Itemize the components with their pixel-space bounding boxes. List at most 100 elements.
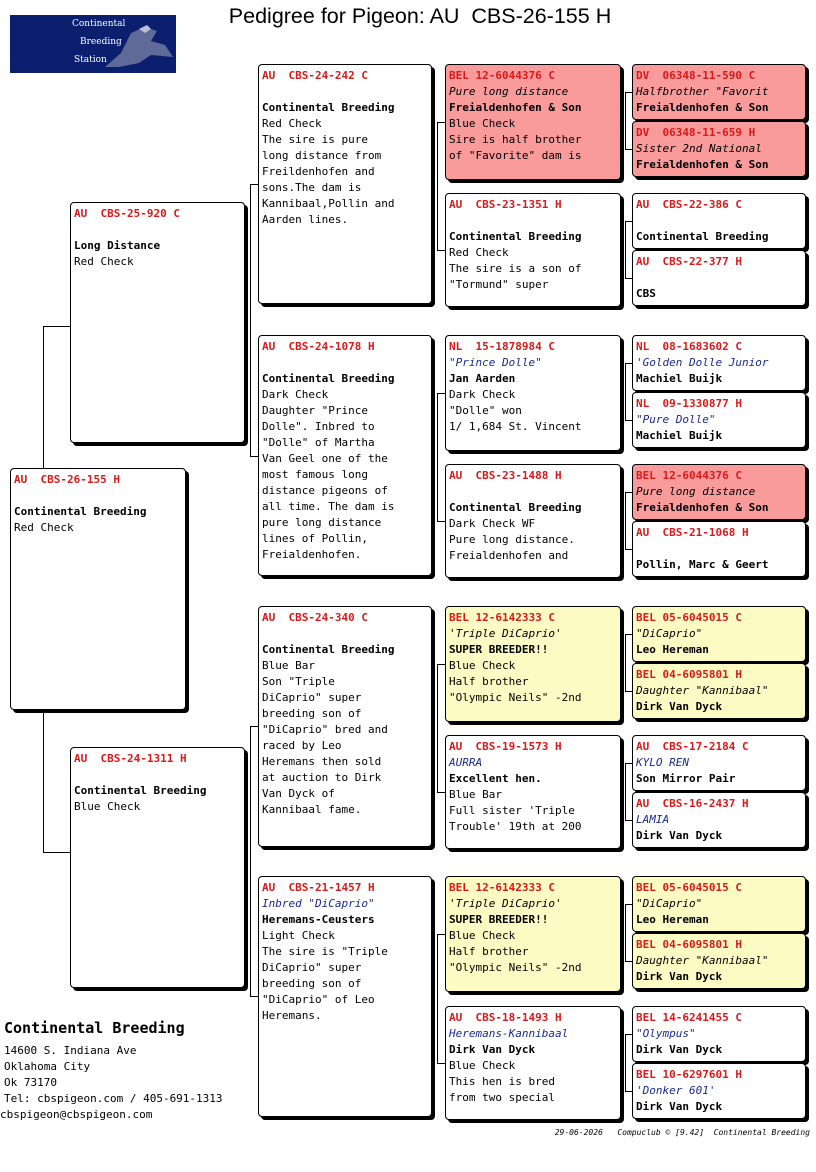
pigeon-card-gen5[interactable]: AU CBS-22-386 C Continental Breeding [632, 193, 806, 249]
owner-line: Machiel Buijk [636, 372, 723, 385]
connector-line [625, 92, 626, 149]
ring-number: NL 15-1878984 C [449, 340, 555, 353]
detail-line: Freialdenhofen and [449, 549, 569, 562]
spacer [636, 270, 802, 286]
connector-line [625, 691, 632, 692]
detail-line: Half brother [449, 945, 529, 958]
owner-line: Continental Breeding [262, 643, 395, 656]
detail-line: all time. The dam is [262, 500, 395, 513]
connector-line [625, 820, 632, 821]
pigeon-card-gen4[interactable]: BEL 12-6142333 C'Triple DiCaprio'SUPER B… [445, 876, 621, 992]
detail-line: Blue Bar [262, 659, 315, 672]
ring-number: NL 08-1683602 C [636, 340, 742, 353]
pigeon-name: KYLO REN [636, 756, 689, 769]
detail-line: 1/ 1,684 St. Vincent [449, 420, 582, 433]
detail-line: DiCaprio" super [262, 691, 362, 704]
ring-number: AU CBS-24-340 C [262, 611, 368, 624]
connector-line [437, 792, 445, 793]
spacer [74, 222, 241, 238]
pigeon-name: 'Triple DiCaprio' [449, 627, 562, 640]
pigeon-card-gen4[interactable]: BEL 12-6142333 C'Triple DiCaprio'SUPER B… [445, 606, 621, 722]
pigeon-card-gen3[interactable]: AU CBS-21-1457 H Inbred "DiCaprio"Herema… [258, 876, 432, 1117]
connector-line [625, 904, 626, 961]
connector-line [625, 221, 632, 222]
owner-line: Freialdenhofen & Son [636, 158, 769, 171]
ring-number: AU CBS-24-1078 H [262, 340, 375, 353]
detail-line: Full sister 'Triple [449, 804, 575, 817]
ring-number: AU CBS-18-1493 H [449, 1011, 562, 1024]
connector-line [625, 363, 626, 420]
pigeon-name: LAMIA [636, 813, 670, 826]
detail-line: most famous long [262, 468, 368, 481]
connector-line [437, 934, 445, 935]
spacer [262, 84, 428, 100]
pigeon-name: Heremans-Kannibaal [449, 1027, 569, 1040]
pigeon-card-gen5[interactable]: BEL 14-6241455 C"Olympus"Dirk Van Dyck [632, 1006, 806, 1062]
connector-line [437, 393, 438, 521]
owner-line: Continental Breeding [636, 230, 769, 243]
address-line: Oklahoma City [4, 1060, 91, 1073]
detail-line: This hen is bred [449, 1075, 555, 1088]
spacer [262, 626, 428, 642]
connector-line [437, 664, 438, 792]
detail-line: raced by Leo [262, 739, 342, 752]
spacer [262, 355, 428, 371]
owner-line: Leo Hereman [636, 913, 709, 926]
ring-number: AU CBS-17-2184 C [636, 740, 749, 753]
ring-number: AU CBS-22-386 C [636, 198, 742, 211]
detail-line: lines of Pollin, [262, 532, 368, 545]
pigeon-card-gen5[interactable]: BEL 05-6045015 C"DiCaprio"Leo Hereman [632, 606, 806, 662]
spacer [74, 767, 241, 783]
spacer [449, 213, 617, 229]
ring-number: BEL 12-6044376 C [449, 69, 555, 82]
pigeon-card-gen5[interactable]: BEL 05-6045015 C"DiCaprio"Leo Hereman [632, 876, 806, 932]
connector-line [625, 149, 632, 150]
owner-line: CBS [636, 287, 656, 300]
ring-number: BEL 12-6142333 C [449, 881, 555, 894]
pigeon-card-gen5[interactable]: BEL 10-6297601 H'Donker 601'Dirk Van Dyc… [632, 1063, 806, 1119]
pigeon-card-gen5[interactable]: NL 09-1330877 H"Pure Dolle"Machiel Buijk [632, 392, 806, 448]
owner-line: Pollin, Marc & Geert [636, 558, 769, 571]
ring-number: BEL 14-6241455 C [636, 1011, 742, 1024]
owner-line: Continental Breeding [262, 372, 395, 385]
pigeon-name: "Prince Dolle" [449, 356, 542, 369]
detail-line: "Olympic Neils" -2nd [449, 691, 582, 704]
ring-number: BEL 12-6044376 C [636, 469, 742, 482]
connector-line [437, 664, 445, 665]
ring-number: DV 06348-11-590 C [636, 69, 756, 82]
owner-line: Jan Aarden [449, 372, 516, 385]
ring-number: AU CBS-23-1351 H [449, 198, 562, 211]
detail-line: "Tormund" super [449, 278, 549, 291]
connector-line [437, 122, 438, 250]
connector-line [625, 904, 632, 905]
detail-line: breeding son of [262, 707, 362, 720]
pigeon-name: Daughter "Kannibaal" [636, 684, 769, 697]
detail-line: long distance from [262, 149, 382, 162]
detail-line: Sire is half brother [449, 133, 582, 146]
breeder-name: Continental Breeding [4, 1019, 185, 1037]
detail-line: Kannibaal fame. [262, 803, 362, 816]
connector-line [625, 961, 632, 962]
